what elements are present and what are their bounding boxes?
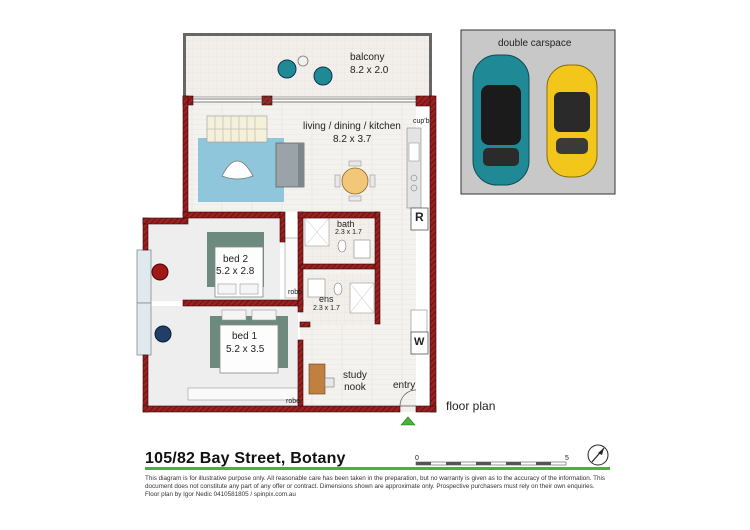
coffee-table (221, 160, 254, 180)
ens-name: ens (319, 294, 334, 304)
bed2-size: 5.2 x 2.8 (216, 266, 255, 277)
bed1-pillow-a (221, 309, 247, 321)
washer (410, 331, 429, 355)
sofa-back (298, 143, 304, 187)
bay-window-bed1 (136, 302, 152, 356)
cooktop (410, 174, 418, 192)
floor-plan-label: floor plan (446, 399, 496, 413)
bed1-name: bed 1 (232, 331, 258, 342)
balcony-size: 8.2 x 2.0 (350, 65, 389, 76)
dining-table (341, 167, 369, 195)
ens-vanity (307, 278, 326, 298)
bath-vanity (353, 239, 371, 259)
entry-marker (400, 416, 416, 426)
living-name: living / dining / kitchen (303, 121, 401, 132)
balcony-slider (193, 98, 416, 103)
bed1-bed (219, 324, 279, 374)
fridge-label: R (415, 210, 424, 224)
shelf-grid (207, 116, 267, 142)
entry-name: entry (393, 380, 416, 391)
walls (142, 95, 437, 413)
scale-end: 5 (565, 455, 569, 462)
balcony-name: balcony (350, 52, 385, 63)
bed2-pillow-b (239, 283, 259, 295)
kitchen-sink (408, 142, 420, 162)
footer-rule (145, 467, 610, 470)
living-size: 8.2 x 3.7 (333, 134, 372, 145)
laundry-tub (410, 309, 428, 333)
balcony-rail (183, 33, 432, 36)
scale-bar (415, 461, 567, 466)
north-compass-icon (587, 444, 609, 466)
robe-bed1 (187, 387, 299, 401)
balcony-furniture (277, 55, 333, 86)
bed1-size: 5.2 x 3.5 (226, 344, 265, 355)
bed1-chair (154, 325, 172, 343)
bed2-name: bed 2 (223, 254, 249, 265)
entry-door (399, 389, 417, 407)
fridge (410, 207, 429, 231)
study-desk (308, 363, 326, 395)
study-name: study nook (343, 370, 367, 393)
balcony-floor (184, 34, 431, 98)
balcony-side-right (429, 33, 432, 97)
balcony-side-left (183, 33, 186, 97)
car-yellow (546, 64, 598, 178)
credit-text: Floor plan by Igor Nedic 0410581805 / sp… (145, 491, 296, 498)
bed1-pillow-b (251, 309, 277, 321)
car-teal (472, 54, 530, 186)
bed2-chair (151, 263, 169, 281)
washer-label: W (414, 336, 425, 348)
bay-window-bed2 (136, 249, 152, 304)
disclaimer-text: This diagram is for illustrative purpose… (145, 475, 606, 491)
bath-toilet (337, 239, 347, 253)
carspace-label: double carspace (498, 38, 572, 49)
ens-toilet (333, 282, 343, 296)
property-address: 105/82 Bay Street, Botany (145, 450, 346, 467)
robe-bed2-label: robe (288, 289, 303, 296)
bath-name: bath (337, 219, 355, 229)
bed2-pillow-a (217, 283, 237, 295)
bath-size: 2.3 x 1.7 (335, 229, 362, 236)
cupboard-label: cup'b (413, 118, 430, 125)
scale-start: 0 (415, 455, 419, 462)
kitchen-counter (406, 127, 422, 209)
study-chair (324, 377, 335, 388)
ens-size: 2.3 x 1.7 (313, 305, 340, 312)
robe-bed1-label: robe (286, 398, 301, 405)
dining-chairs (334, 160, 376, 202)
